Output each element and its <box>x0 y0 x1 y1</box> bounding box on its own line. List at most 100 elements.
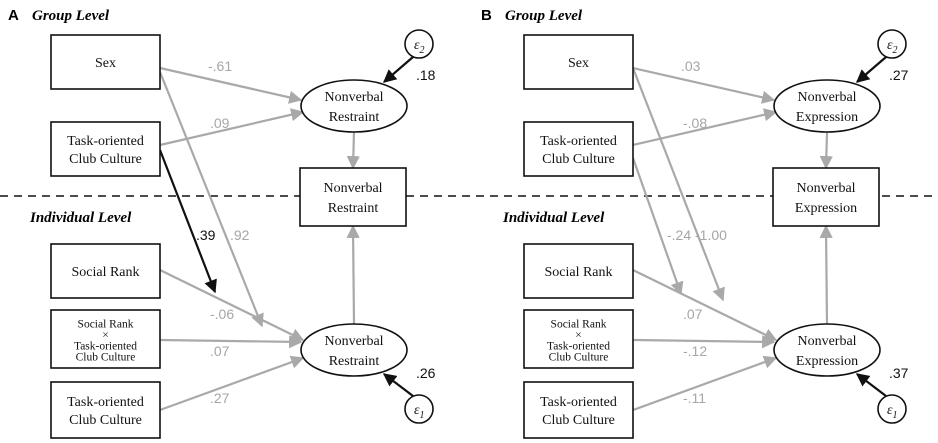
latent-group-ellipse <box>300 79 408 133</box>
error-group-label: ε2 <box>414 38 425 56</box>
club-culture-individual-box-label-line: Task-oriented <box>67 395 144 410</box>
path-latent-individual-to-observed <box>346 224 360 325</box>
coef-club-to-latent-group: .09 <box>210 115 230 131</box>
coef-sex-to-latent-individual: .92 <box>230 227 250 243</box>
interaction-box-label-line: Task-oriented <box>547 341 610 353</box>
interaction-box-label-line: Task-oriented <box>74 341 137 353</box>
observed-outcome-box-label-line: Expression <box>795 201 857 216</box>
interaction-box-label-line: Social Rank <box>551 319 607 331</box>
interaction-box <box>523 309 634 369</box>
path-club-to-latent-group <box>632 108 778 147</box>
social-rank-box <box>523 243 634 299</box>
error-group-label: ε2 <box>887 38 898 56</box>
path-rank-to-latent-individual <box>159 269 305 341</box>
latent-individual-ellipse-label-line: Expression <box>796 354 858 369</box>
individual-level-label: Individual Level <box>29 210 132 226</box>
path-error-individual <box>855 373 887 397</box>
r2-group-value: .18 <box>416 67 436 83</box>
sex-box-label: Sex <box>568 56 589 71</box>
coef-club-individual-to-latent-individual: .27 <box>210 390 230 406</box>
latent-individual-ellipse-label-line: Restraint <box>329 354 380 369</box>
club-culture-individual-box <box>50 381 161 439</box>
club-culture-group-box <box>50 121 161 177</box>
latent-individual-ellipse <box>300 323 408 377</box>
path-latent-group-to-observed <box>819 131 833 170</box>
path-interaction-to-latent-individual <box>632 335 776 349</box>
error-group-circle <box>877 29 907 59</box>
error-individual-circle <box>404 394 434 424</box>
club-culture-group-box-label-line: Club Culture <box>69 152 142 167</box>
path-club-individual-to-latent-individual <box>632 355 778 412</box>
panel-letter: A <box>8 7 19 24</box>
club-culture-individual-box <box>523 381 634 439</box>
error-individual-subscript: 1 <box>893 410 898 421</box>
interaction-box-label-line: Club Culture <box>76 352 136 364</box>
coef-interaction-to-latent-individual: .07 <box>210 343 230 359</box>
coef-club-to-interaction: -.24 <box>667 227 691 243</box>
path-club-to-latent-group <box>159 108 305 147</box>
club-culture-group-box-label-line: Task-oriented <box>67 134 144 149</box>
r2-individual-value: .37 <box>889 365 909 381</box>
path-sex-to-interaction <box>631 67 725 302</box>
sex-box <box>50 34 161 90</box>
coef-sex-to-latent-group: .03 <box>681 58 701 74</box>
panel-letter: B <box>481 7 492 24</box>
sex-box <box>523 34 634 90</box>
path-sex-to-latent-group <box>632 66 776 104</box>
sex-box-label: Sex <box>95 56 116 71</box>
path-club-individual-to-latent-individual <box>159 355 305 412</box>
coef-club-individual-to-latent-individual: -.11 <box>683 390 706 406</box>
path-sex-to-latent-group <box>159 66 303 104</box>
observed-outcome-box-label-line: Nonverbal <box>796 181 855 196</box>
observed-outcome-box <box>772 167 880 227</box>
path-error-group <box>383 56 414 83</box>
latent-individual-ellipse <box>773 323 881 377</box>
group-level-label: Group Level <box>505 8 583 24</box>
observed-outcome-box <box>299 167 407 227</box>
club-culture-group-box-label-line: Club Culture <box>542 152 615 167</box>
path-latent-group-to-observed <box>346 131 360 170</box>
club-culture-individual-box-label-line: Club Culture <box>542 413 615 428</box>
club-culture-group-box-label-line: Task-oriented <box>540 134 617 149</box>
club-culture-individual-box-label-line: Task-oriented <box>540 395 617 410</box>
group-level-label: Group Level <box>32 8 110 24</box>
error-individual-label: ε1 <box>414 403 425 421</box>
interaction-box-label-line: × <box>102 330 109 342</box>
social-rank-box-label: Social Rank <box>71 265 139 280</box>
coef-rank-to-latent-individual: .07 <box>683 306 703 322</box>
social-rank-box-label: Social Rank <box>544 265 612 280</box>
coef-rank-to-latent-individual: -.06 <box>210 306 234 322</box>
social-rank-box-label-line: Social Rank <box>544 265 612 280</box>
interaction-box-label-line: × <box>575 330 582 342</box>
error-individual-label: ε1 <box>887 403 898 421</box>
sex-box-label-line: Sex <box>95 56 116 71</box>
social-rank-box-label-line: Social Rank <box>71 265 139 280</box>
error-individual-circle <box>877 394 907 424</box>
error-individual-subscript: 1 <box>420 410 425 421</box>
latent-group-ellipse-label-line: Nonverbal <box>797 90 856 105</box>
latent-group-ellipse-label-line: Restraint <box>329 110 380 125</box>
coef-sex-to-interaction: -1.00 <box>695 227 727 243</box>
error-group-subscript: 2 <box>893 45 898 56</box>
club-culture-individual-box-label-line: Club Culture <box>69 413 142 428</box>
r2-group-value: .27 <box>889 67 909 83</box>
coef-club-to-interaction: .39 <box>196 227 216 243</box>
latent-individual-ellipse-label-line: Nonverbal <box>797 334 856 349</box>
latent-group-ellipse <box>773 79 881 133</box>
social-rank-box <box>50 243 161 299</box>
sex-box-label-line: Sex <box>568 56 589 71</box>
